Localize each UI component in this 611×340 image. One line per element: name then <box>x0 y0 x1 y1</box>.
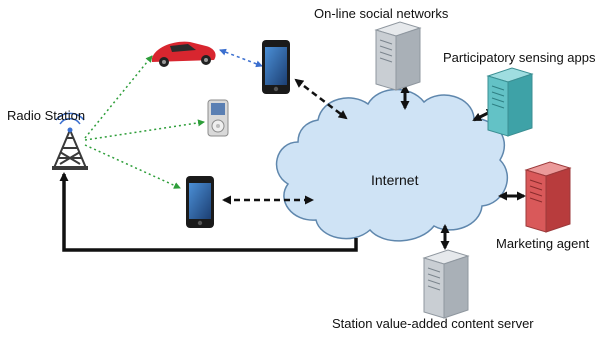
internet-cloud <box>275 88 509 242</box>
car-phone-link <box>219 48 263 68</box>
server-icon <box>374 21 422 91</box>
participatory-apps-label: Participatory sensing apps <box>443 50 596 65</box>
server-icon <box>524 161 572 233</box>
radio-station-label: Radio Station <box>7 108 86 123</box>
return-path <box>59 172 358 252</box>
server-icon <box>486 67 534 137</box>
content-server-label: Station value-added content server <box>332 316 534 331</box>
server-icon <box>422 249 470 319</box>
smartphone-icon <box>186 176 214 228</box>
marketing-agent-label: Marketing agent <box>496 236 590 251</box>
internet-links <box>222 78 348 205</box>
car-icon <box>152 41 216 67</box>
radio-tower-icon <box>52 112 88 170</box>
social-networks-label: On-line social networks <box>314 6 449 21</box>
broadcast-links <box>84 55 205 189</box>
internet-label: Internet <box>371 172 419 188</box>
smartphone-icon <box>262 40 290 94</box>
ipod-icon <box>207 99 229 137</box>
